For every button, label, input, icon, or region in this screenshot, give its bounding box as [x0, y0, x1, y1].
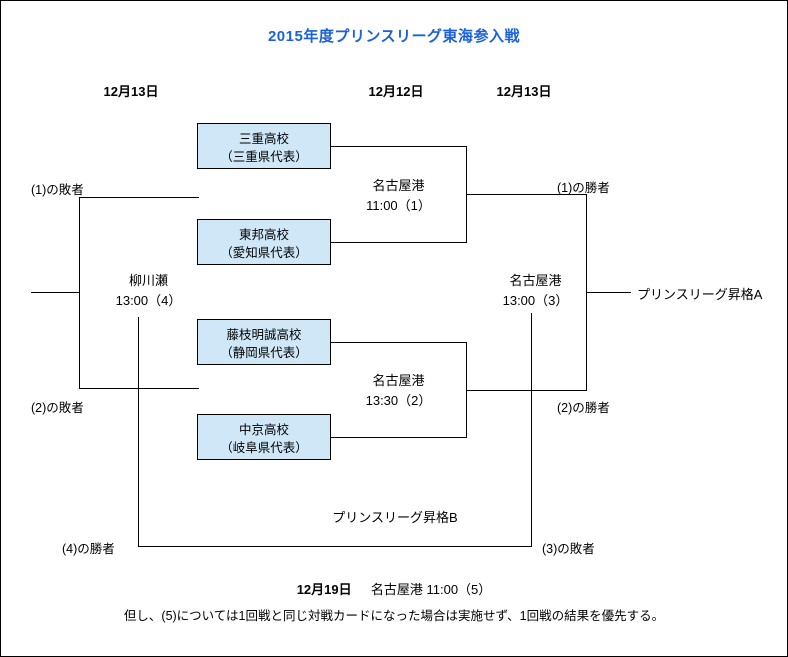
- team-box-mie[interactable]: 三重高校 （三重県代表）: [197, 123, 331, 169]
- bracket-line-b-left: [138, 317, 139, 546]
- match-time: 13:30（2）: [365, 392, 432, 408]
- bracket-line-chukyo: [331, 437, 466, 438]
- bracket-line-b-bottom: [138, 546, 532, 547]
- label-loser-of-2: (2)の敗者: [31, 401, 84, 415]
- date-header-left: 12月13日: [103, 84, 159, 99]
- label-winner-of-4: (4)の勝者: [62, 542, 115, 556]
- match-time: 13:00（4）: [115, 292, 182, 308]
- match-venue: 名古屋港: [372, 373, 425, 388]
- match-venue: 柳川瀬: [128, 273, 168, 288]
- match-label-2: 名古屋港 13:30（2）: [336, 371, 461, 410]
- bracket-line-final-out: [586, 292, 631, 293]
- bracket-line-loser1: [79, 197, 199, 198]
- team-box-toho[interactable]: 東邦高校 （愛知県代表）: [197, 219, 331, 265]
- footer-detail: 名古屋港 11:00（5）: [370, 582, 492, 597]
- match-venue: 名古屋港: [372, 178, 425, 193]
- footer-note: 但し、(5)については1回戦と同じ対戦カードになった場合は実施せず、1回戦の結果…: [123, 609, 665, 623]
- footer-match5: 12月19日 名古屋港 11:00（5）: [1, 579, 787, 598]
- bracket-line-mie: [331, 146, 466, 147]
- team-rep: （愛知県代表）: [220, 246, 308, 261]
- match-label-1: 名古屋港 11:00（1）: [336, 176, 461, 215]
- team-rep: （静岡県代表）: [220, 346, 308, 361]
- team-rep: （三重県代表）: [220, 150, 308, 165]
- promotion-a-label: プリンスリーグ昇格A: [637, 287, 763, 302]
- team-box-chukyo[interactable]: 中京高校 （岐阜県代表）: [197, 414, 331, 460]
- bracket-line-loser2: [79, 388, 199, 389]
- match-time: 11:00（1）: [366, 197, 431, 213]
- label-loser-of-3: (3)の敗者: [542, 542, 595, 556]
- team-name: 藤枝明誠高校: [226, 328, 302, 342]
- team-box-fujieda[interactable]: 藤枝明誠高校 （静岡県代表）: [197, 319, 331, 365]
- label-winner-of-2: (2)の勝者: [557, 401, 610, 415]
- bracket-line-winner1: [466, 194, 586, 195]
- label-loser-of-1: (1)の敗者: [31, 183, 84, 197]
- match-label-4: 柳川瀬 13:00（4）: [86, 271, 211, 310]
- bracket-line-match4-out: [31, 292, 79, 293]
- promotion-b-label: プリンスリーグ昇格B: [332, 510, 458, 525]
- team-name: 三重高校: [238, 132, 289, 146]
- bracket-join-match4: [79, 197, 80, 388]
- match-time: 13:00（3）: [502, 292, 569, 308]
- date-header-middle: 12月12日: [368, 84, 424, 99]
- footer-date: 12月19日: [296, 582, 352, 597]
- bracket-line-toho: [331, 242, 466, 243]
- match-venue: 名古屋港: [509, 273, 562, 288]
- team-name: 東邦高校: [238, 228, 289, 242]
- label-winner-of-1: (1)の勝者: [557, 181, 610, 195]
- bracket-line-b-right: [531, 313, 532, 546]
- bracket-line-fujieda: [331, 342, 466, 343]
- date-header-right: 12月13日: [496, 84, 552, 99]
- page-title: 2015年度プリンスリーグ東海参入戦: [267, 28, 521, 45]
- match-label-3: 名古屋港 13:00（3）: [473, 271, 598, 310]
- team-name: 中京高校: [238, 423, 289, 437]
- bracket-line-winner2: [466, 390, 586, 391]
- team-rep: （岐阜県代表）: [220, 441, 308, 456]
